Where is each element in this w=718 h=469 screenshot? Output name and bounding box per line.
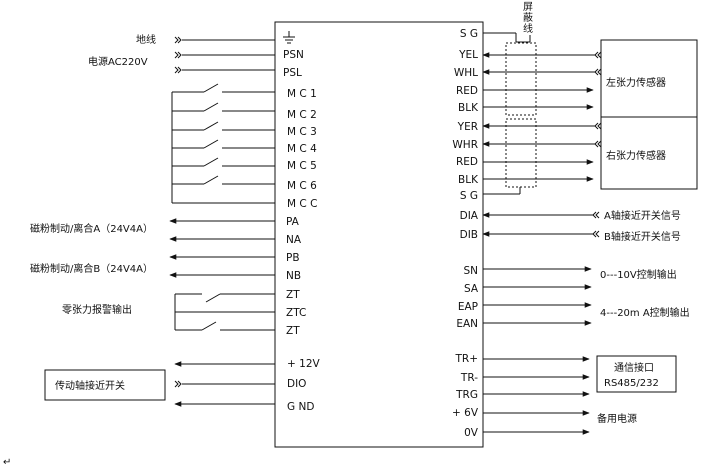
pin-trp: TR+ [454, 353, 478, 365]
label-backup-power: 备用电源 [597, 412, 637, 425]
pin-sg1: S G [460, 28, 478, 40]
analog-output-wires [483, 266, 592, 326]
pin-yel: YEL [458, 49, 478, 61]
pin-red2: RED [456, 156, 478, 168]
pin-mcc: M C C [287, 198, 317, 210]
label-right-sensor: 右张力传感器 [606, 149, 666, 162]
label-proximity-switch: 传动轴接近开关 [55, 379, 125, 392]
svg-text:屏蔽线: 屏蔽线 [523, 1, 533, 35]
pin-mc4: M C 4 [287, 143, 317, 155]
pin-whl: WHL [454, 67, 478, 79]
comm-interface-box [596, 355, 677, 393]
ground-symbol-icon [283, 31, 295, 44]
right-tension-sensor-box [600, 116, 698, 190]
pin-blk1: BLK [458, 102, 479, 114]
shield-box-right-sensor [505, 118, 537, 188]
label-power: 电源AC220V [88, 55, 148, 68]
pin-mc1: M C 1 [287, 88, 317, 100]
pin-pa: PA [286, 216, 300, 228]
pin-6v: + 6V [452, 407, 479, 419]
pin-gnd: G ND [287, 401, 314, 413]
shield-label-char: 屏 [523, 1, 533, 13]
pin-mc3: M C 3 [287, 126, 317, 138]
proximity-signal-wires [482, 211, 600, 238]
shield-wires [483, 32, 531, 195]
backup-power-wires [483, 410, 590, 435]
pin-blk2: BLK [458, 174, 479, 186]
shield-label-char: 线 [523, 22, 533, 35]
label-ma-output: 4---20m A控制输出 [600, 306, 690, 319]
label-brake-b: 磁粉制动/离合B（24V4A） [30, 262, 153, 275]
pin-ean: EAN [456, 318, 478, 330]
label-brake-a: 磁粉制动/离合A（24V4A） [30, 222, 153, 235]
shield-label-char: 蔽 [523, 12, 533, 24]
pin-dia: DIA [460, 210, 479, 222]
pin-psl: PSL [283, 67, 302, 79]
left-sensor-wires [482, 51, 602, 110]
mc-switch-bank [171, 83, 275, 204]
power-input-wires [174, 36, 275, 74]
pin-dio: DIO [287, 378, 306, 390]
pin-0v: 0V [464, 427, 479, 439]
pin-nb: NB [286, 270, 301, 282]
pin-na: NA [286, 234, 302, 246]
pin-sn: SN [463, 265, 478, 277]
label-b-proximity: B轴接近开关信号 [604, 230, 681, 243]
label-ground: 地线 [136, 33, 156, 46]
pin-mc5: M C 5 [287, 160, 317, 172]
label-comm-line1: 通信接口 [614, 361, 654, 374]
shield-box-left-sensor [505, 42, 537, 116]
shield-label: 屏蔽线 [523, 1, 533, 35]
pin-whr: WHR [452, 139, 478, 151]
label-v-output: 0---10V控制输出 [600, 268, 677, 281]
brake-output-wires [169, 218, 275, 278]
pin-yer: YER [457, 121, 478, 133]
pin-12v: + 12V [287, 358, 320, 370]
label-alarm: 零张力报警输出 [62, 303, 132, 316]
proximity-switch-wires [174, 361, 275, 407]
label-left-sensor: 左张力传感器 [606, 76, 666, 89]
alarm-relay-contacts [174, 293, 275, 331]
pin-mc6: M C 6 [287, 180, 317, 192]
pin-sa: SA [464, 283, 479, 295]
pin-ztc: ZTC [286, 307, 306, 319]
return-mark: ↵ [3, 457, 11, 468]
pin-eap: EAP [458, 301, 478, 313]
proximity-switch-box [44, 369, 166, 401]
pin-zt1: ZT [286, 289, 300, 301]
label-comm-line2: RS485/232 [604, 378, 659, 389]
pin-sg2: S G [460, 190, 478, 202]
right-sensor-wires [482, 122, 602, 182]
comm-wires [483, 356, 590, 397]
pin-psn: PSN [283, 49, 304, 61]
pin-trm: TR- [460, 372, 478, 384]
pin-pb: PB [286, 252, 300, 264]
pin-zt2: ZT [286, 325, 300, 337]
pin-dib: DIB [460, 229, 478, 241]
pin-mc2: M C 2 [287, 109, 317, 121]
pin-trg: TRG [455, 389, 478, 401]
pin-red1: RED [456, 85, 478, 97]
label-a-proximity: A轴接近开关信号 [604, 209, 681, 222]
